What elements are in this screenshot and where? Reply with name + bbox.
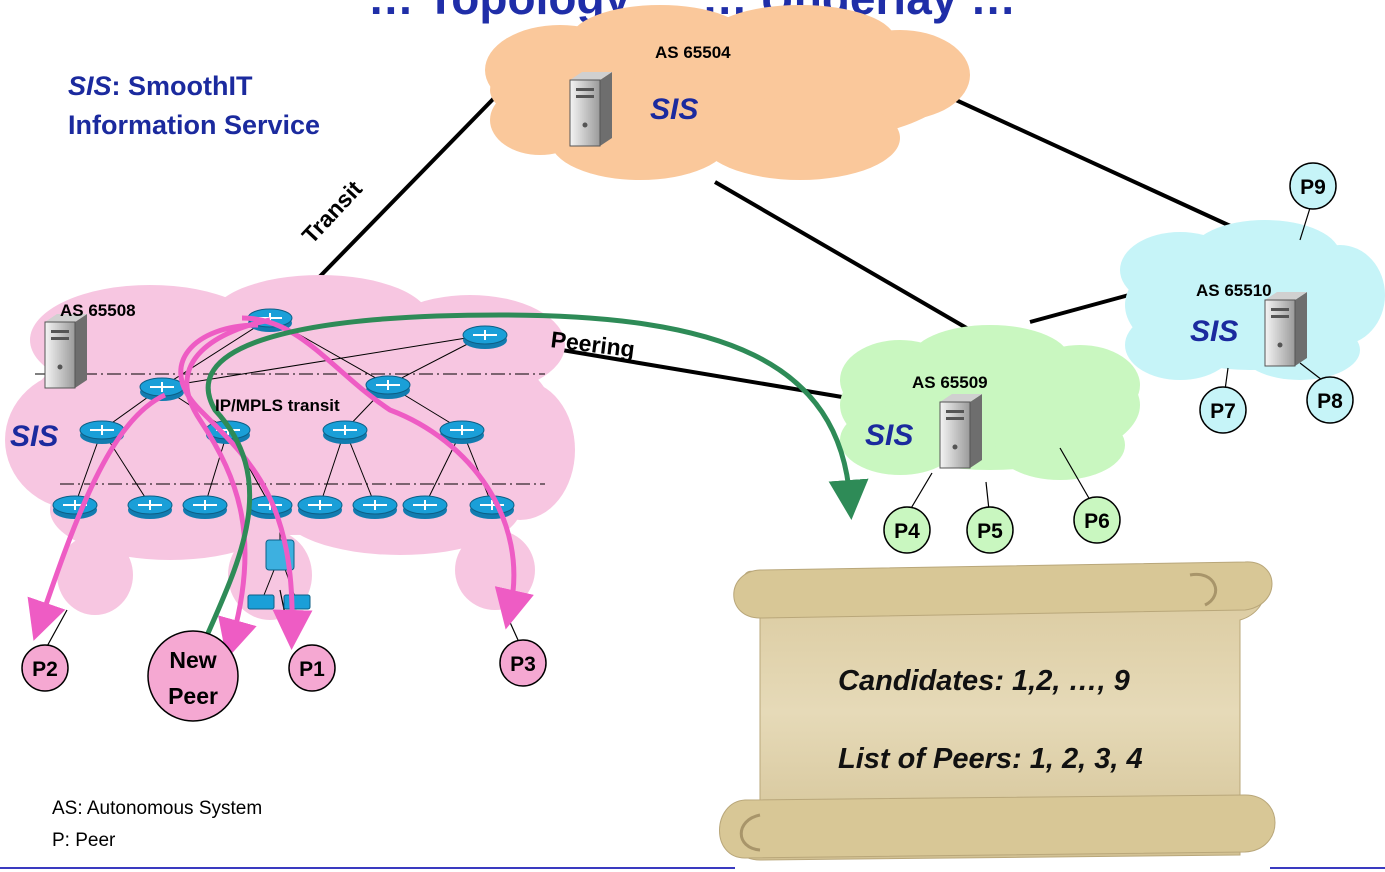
server-icon — [44, 314, 87, 389]
candidate-scroll — [719, 561, 1276, 861]
peer-p1 — [288, 644, 336, 692]
peer-p6-label: P6 — [1084, 510, 1110, 533]
router-icon — [79, 420, 125, 444]
peer-p8 — [1306, 376, 1354, 424]
link-as65504-as65510 — [944, 93, 1251, 237]
router-icon — [352, 495, 398, 519]
peer-p3-label: P3 — [510, 653, 536, 676]
router-icon — [365, 375, 411, 399]
peer-p5-label: P5 — [977, 520, 1003, 543]
new-peer-label-1: New — [169, 647, 216, 673]
router-icon — [439, 420, 485, 444]
green-arrows — [202, 312, 869, 642]
transit-link — [290, 90, 502, 307]
peer-p2 — [21, 644, 69, 692]
link-as65504-as65509 — [713, 180, 972, 332]
peer-p6 — [1073, 496, 1121, 544]
sis-legend-line1: SIS: SmoothIT — [68, 71, 253, 101]
cloud-as65504 — [485, 5, 970, 180]
peer-p4-label: P4 — [894, 520, 920, 543]
sis-legend-line2: Information Service — [68, 110, 320, 140]
server-icon — [569, 72, 612, 147]
peer-p3 — [499, 639, 547, 687]
sis-label-as65508: SIS — [10, 420, 58, 453]
peering-label: Peering — [549, 326, 636, 362]
as65504-label: AS 65504 — [655, 43, 731, 62]
router-icon — [182, 495, 228, 519]
cloud-as65510 — [1120, 220, 1385, 380]
peer-p5 — [966, 506, 1014, 554]
arrow-to-p2 — [27, 392, 167, 641]
ip-mpls-label: IP/MPLS transit — [215, 396, 340, 415]
cloud-as65509 — [840, 325, 1140, 480]
sis-label-as65510: SIS — [1190, 315, 1238, 348]
link-as65509-as65510 — [1029, 290, 1141, 324]
sis-legend-rest: : SmoothIT — [112, 71, 253, 101]
peer-p7 — [1199, 386, 1247, 434]
sis-label-as65509: SIS — [865, 419, 913, 452]
arrow-peering-to-p4 — [202, 312, 869, 642]
list-of-peers-text: List of Peers: 1, 2, 3, 4 — [838, 743, 1143, 775]
router-icon — [247, 495, 293, 519]
peer-p7-label: P7 — [1210, 400, 1236, 423]
peer-p8-label: P8 — [1317, 390, 1343, 413]
peer-new — [147, 630, 239, 722]
as65509-label: AS 65509 — [912, 373, 988, 392]
peer-p4 — [883, 506, 931, 554]
sis-legend-abbr: SIS — [68, 71, 112, 101]
new-peer-label-2: Peer — [168, 683, 218, 709]
router-icon — [127, 495, 173, 519]
peer-p2-label: P2 — [32, 658, 58, 681]
router-icon — [52, 495, 98, 519]
arrow-to-p3 — [241, 315, 534, 630]
inter-as-links — [290, 90, 1251, 402]
router-icon — [462, 325, 508, 349]
router-icon — [297, 495, 343, 519]
sis-label-as65504: SIS — [650, 93, 698, 126]
footnote-p: P: Peer — [52, 830, 116, 851]
arrow-to-p1 — [178, 322, 313, 650]
router-icon — [322, 420, 368, 444]
arrow-to-new-peer-pink — [184, 317, 271, 660]
server-icon — [1264, 292, 1307, 367]
router-icon — [402, 495, 448, 519]
peer-p9-label: P9 — [1300, 176, 1326, 199]
peer-p9 — [1289, 162, 1337, 210]
as65510-label: AS 65510 — [1196, 281, 1272, 300]
sis-servers — [44, 72, 1307, 469]
peer-circles — [21, 162, 1354, 722]
peer-p1-label: P1 — [299, 658, 325, 681]
footnote-as: AS: Autonomous System — [52, 798, 262, 819]
candidates-text: Candidates: 1,2, …, 9 — [838, 665, 1130, 697]
pink-arrows — [27, 315, 534, 660]
server-icon — [939, 394, 982, 469]
as65508-label: AS 65508 — [60, 301, 136, 320]
